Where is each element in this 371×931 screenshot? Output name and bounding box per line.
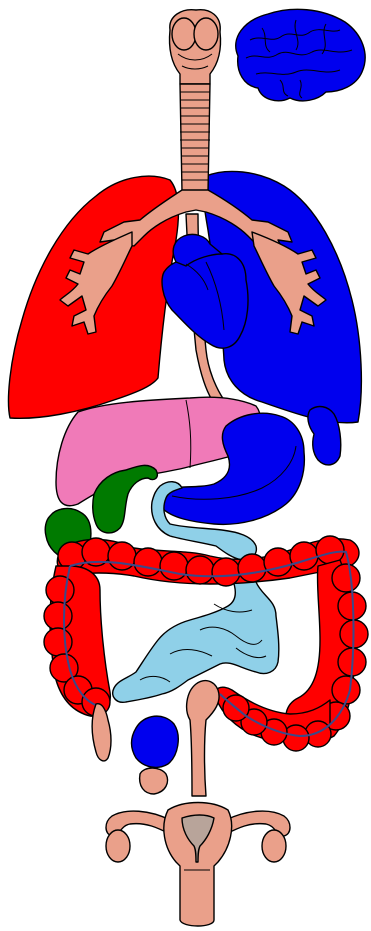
- bladder: [132, 716, 179, 794]
- rectum: [187, 681, 219, 796]
- brain: [236, 9, 365, 101]
- appendix: [92, 704, 111, 761]
- reproductive: [106, 803, 290, 927]
